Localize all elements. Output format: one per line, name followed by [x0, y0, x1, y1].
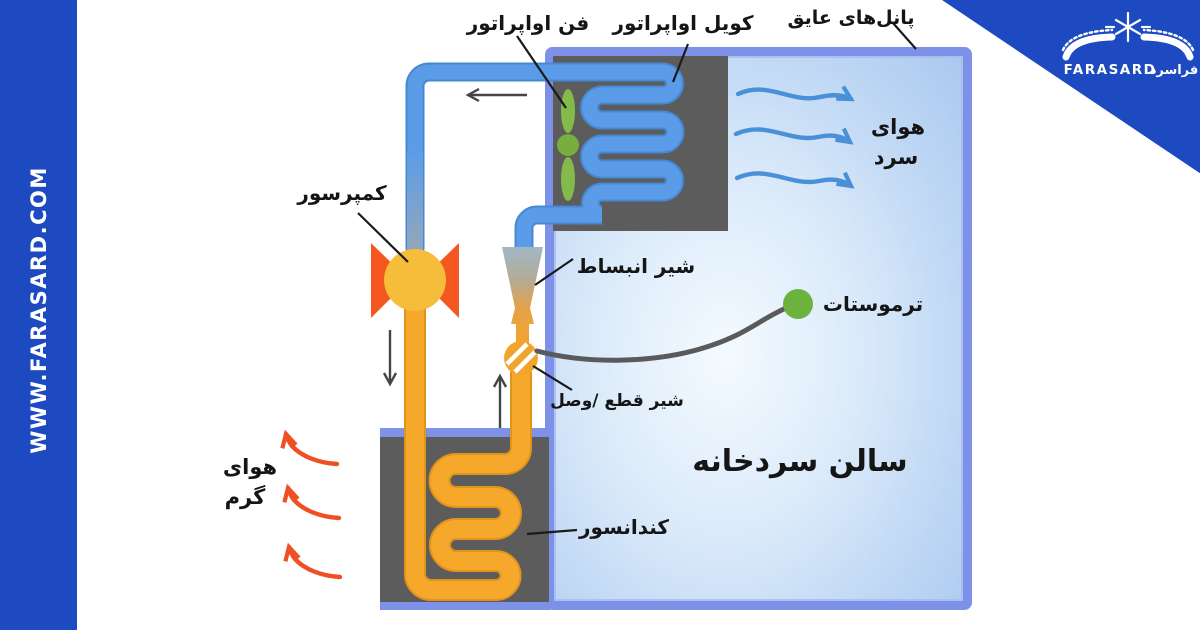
label-thermostat: ترموستات: [823, 292, 923, 316]
snowflake-icon: [1104, 11, 1152, 43]
condenser-bottom-panel: [380, 601, 550, 610]
label-hot-air-line1: هوای: [223, 455, 277, 479]
cold-air-arrow-1: [735, 85, 855, 102]
shutoff-valve-stripes: [505, 342, 537, 374]
brand-logo: FARASARD فراسرد: [1061, 11, 1199, 78]
label-shutoff-valve: شیر قطع /وصل: [550, 391, 684, 411]
pointer-condenser: [526, 528, 578, 536]
label-expansion-valve: شیر انبساط: [577, 254, 695, 278]
label-evaporator-coil: کویل اواپراتور: [611, 11, 753, 36]
expansion-valve: [502, 247, 543, 343]
logo-wordmark-persian: فراسرد: [1150, 63, 1199, 78]
thermostat: [534, 289, 813, 363]
condenser-coil: [404, 291, 532, 601]
evaporator-coil: [405, 62, 685, 260]
evaporator-fan: [557, 89, 579, 201]
shutoff-valve: [504, 341, 538, 375]
label-pointer-lines: [357, 22, 917, 536]
pointer-expansion-valve: [534, 258, 574, 286]
thermostat-wire: [534, 305, 789, 363]
suction-line-transition: [407, 150, 423, 250]
label-hot-air-line2: گرم: [225, 484, 266, 509]
label-evaporator-fan: فن اواپراتور: [466, 11, 590, 36]
left-brand-sidebar: WWW.FARASARD.COM: [0, 0, 77, 630]
room-title: سالن سردخانه: [692, 444, 907, 479]
cold-room-inner-highlight: [554, 56, 963, 601]
fan-hub: [557, 134, 579, 156]
logo-wings: [1061, 28, 1195, 61]
compressor: [371, 243, 459, 318]
pointer-insulated-panels: [892, 22, 917, 50]
label-cold-air-line2: سرد: [874, 145, 919, 169]
label-cold-air-line1: هوای: [871, 115, 925, 139]
pointer-compressor: [357, 212, 409, 263]
cold-air-arrow-2: [733, 127, 854, 145]
hot-air-arrow-2: [282, 483, 342, 521]
hot-air-arrow-1: [280, 429, 340, 467]
hot-air-arrow-3: [283, 542, 343, 580]
pointer-shutoff-valve: [532, 365, 573, 391]
pointer-evaporator-coil: [671, 43, 690, 83]
cold-air-arrows: [733, 85, 855, 189]
label-condenser: کندانسور: [578, 515, 669, 539]
label-compressor: کمپرسور: [296, 181, 387, 206]
cold-air-arrow-3: [734, 171, 855, 189]
expansion-valve-stem: [516, 324, 529, 343]
condenser-top-panel: [380, 428, 550, 437]
hot-air-arrows: [280, 429, 343, 580]
label-insulated-panels: پانل‌های عایق: [787, 7, 914, 29]
compressor-body: [384, 249, 446, 311]
flow-arrows: [382, 87, 527, 428]
logo-wordmark-latin: FARASARD: [1064, 62, 1157, 78]
thermostat-sensor: [783, 289, 813, 319]
pointer-evaporator-fan: [516, 35, 567, 109]
